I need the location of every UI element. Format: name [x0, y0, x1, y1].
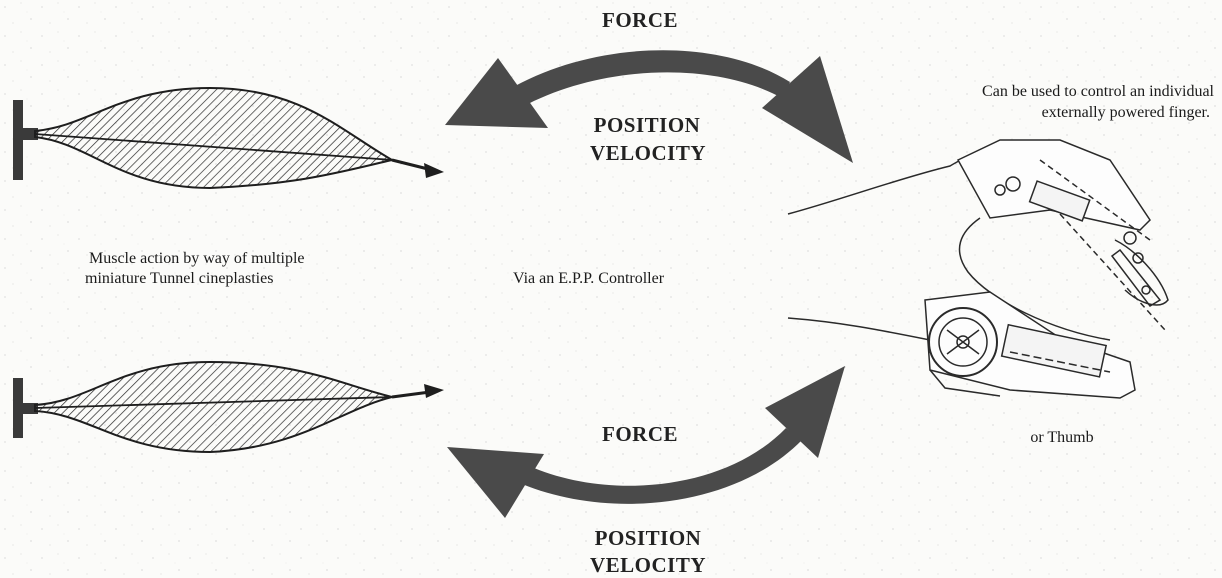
double-arrow-top-left-head — [445, 58, 548, 128]
muscle-top-anchor — [13, 100, 23, 180]
thumb-motor-outer — [928, 307, 998, 377]
finger-dashed-line-2 — [1039, 159, 1151, 241]
muscle-top-arrowhead — [424, 163, 444, 178]
label-controller: Via an E.P.P. Controller — [513, 270, 665, 287]
finger-joint-1 — [1123, 231, 1137, 245]
double-arrow-bottom — [447, 366, 845, 518]
thumb-bracket — [929, 369, 1001, 397]
muscle-bottom-fibre — [34, 396, 393, 409]
hand-outline-lower — [787, 317, 931, 341]
label-velocity-bottom: VELOCITY — [590, 553, 706, 577]
label-muscle-line1: Muscle action by way of multiple — [89, 250, 305, 267]
finger-motor — [1028, 180, 1091, 222]
muscle-bottom-anchor — [13, 378, 23, 438]
muscle-top — [13, 86, 444, 190]
double-arrow-bottom-body — [522, 428, 802, 504]
muscle-bottom — [13, 360, 444, 454]
thumb-motor-inner — [938, 317, 988, 367]
muscle-bottom-arrowhead — [424, 384, 444, 398]
finger-joint-3 — [1141, 285, 1151, 295]
double-arrow-top-right-head — [762, 56, 853, 163]
finger-link — [1110, 248, 1162, 307]
finger-tip — [1114, 239, 1169, 306]
label-position-bottom: POSITION — [595, 526, 702, 550]
label-velocity-top: VELOCITY — [590, 141, 706, 165]
label-finger-line1: Can be used to control an individual — [982, 83, 1215, 100]
thumb-actuator — [1000, 323, 1108, 378]
label-force-bottom: FORCE — [602, 422, 678, 446]
label-muscle-line2: miniature Tunnel cineplasties — [85, 270, 273, 287]
finger-joint-2 — [1132, 252, 1144, 264]
label-force-top: FORCE — [602, 8, 678, 32]
thumb-motor-hub — [956, 335, 970, 349]
label-thumb: or Thumb — [1030, 429, 1093, 446]
double-arrow-bottom-left-head — [447, 447, 544, 518]
muscle-top-fibre — [34, 133, 393, 161]
thumb-actuator-rod — [1009, 351, 1111, 373]
hand-outline-palm — [958, 217, 1111, 341]
finger-housing — [956, 139, 1151, 231]
label-position-top: POSITION — [594, 113, 701, 137]
double-arrow-bottom-right-head — [765, 366, 845, 458]
label-finger-line2: externally powered finger. — [1042, 104, 1210, 121]
double-arrow-top — [445, 50, 853, 163]
double-arrow-top-body — [515, 50, 790, 104]
finger-dashed-line — [1059, 213, 1166, 331]
finger-pivot-top — [1005, 176, 1021, 192]
prosthetic-hand-drawing — [787, 139, 1169, 399]
muscle-bottom-tendon-right — [391, 390, 431, 399]
finger-gear-top — [994, 184, 1006, 196]
thumb-motor-spokes — [946, 329, 980, 355]
